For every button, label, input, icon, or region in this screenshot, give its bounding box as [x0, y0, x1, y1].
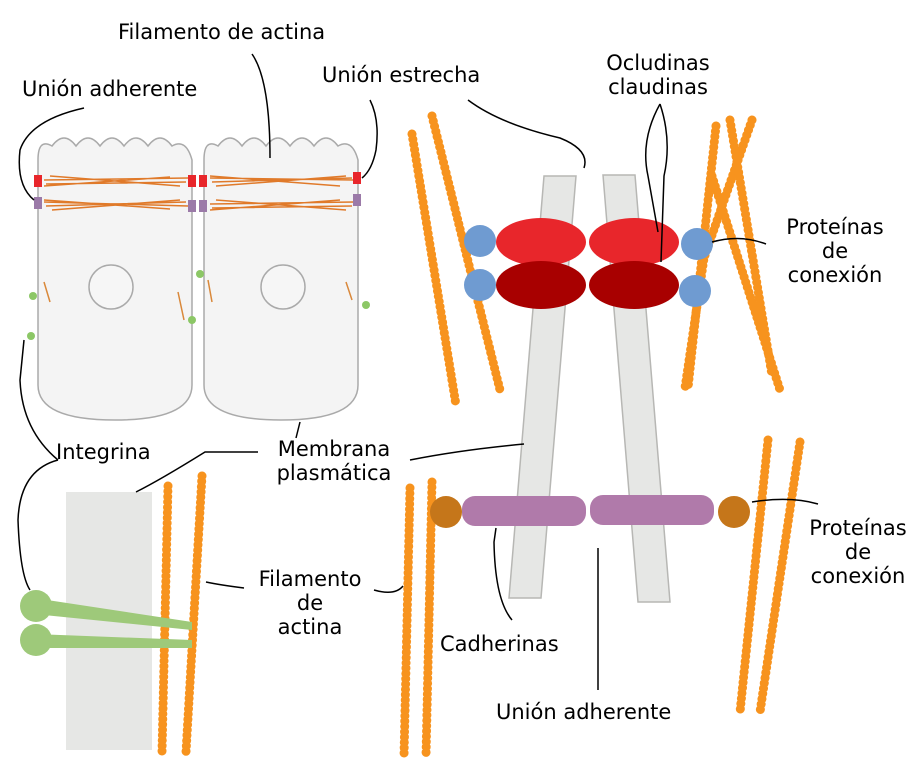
actin-filaments-tight — [412, 116, 780, 405]
label-de-bottom: de — [297, 591, 323, 615]
label-integrina: Integrina — [56, 440, 151, 464]
label-union-adherente-bottom: Unión adherente — [496, 700, 671, 724]
nucleus-right — [261, 265, 305, 309]
label-union-estrecha: Unión estrecha — [322, 63, 480, 87]
occludin-protein — [589, 218, 679, 266]
label-claudinas: claudinas — [608, 75, 708, 99]
label-de-1: de — [822, 239, 848, 263]
epithelial-cells — [27, 138, 370, 420]
connector-protein-brown — [718, 496, 750, 528]
cadherin-protein — [462, 496, 586, 526]
label-membrana: Membrana — [278, 437, 391, 461]
label-union-adherente-left: Unión adherente — [22, 77, 197, 101]
label-plasmatica: plasmática — [277, 461, 392, 485]
connector-protein-brown — [430, 496, 462, 528]
label-filamento-actina-top: Filamento de actina — [118, 20, 325, 44]
label-conexion-1: conexión — [788, 263, 883, 287]
label-actina-bottom: actina — [278, 615, 343, 639]
claudin-protein — [589, 261, 679, 309]
claudin-protein — [496, 261, 586, 309]
label-proteinas-1: Proteínas — [786, 215, 883, 239]
connector-protein — [679, 275, 711, 307]
label-de-2: de — [845, 540, 871, 564]
tight-junction-proteins — [464, 218, 713, 309]
label-conexion-2: conexión — [811, 564, 906, 588]
label-filamento-bottom: Filamento — [259, 567, 362, 591]
occludin-protein — [496, 218, 586, 266]
cadherin-protein — [590, 495, 714, 525]
connector-protein — [681, 228, 713, 260]
label-ocludinas: Ocludinas — [606, 51, 710, 75]
integrin-detail — [20, 476, 202, 752]
actin-filaments-integrin — [162, 476, 202, 752]
nucleus-left — [89, 265, 133, 309]
label-cadherinas: Cadherinas — [440, 632, 559, 656]
connector-protein — [464, 225, 496, 257]
label-proteinas-2: Proteínas — [809, 516, 906, 540]
connector-protein — [464, 269, 496, 301]
